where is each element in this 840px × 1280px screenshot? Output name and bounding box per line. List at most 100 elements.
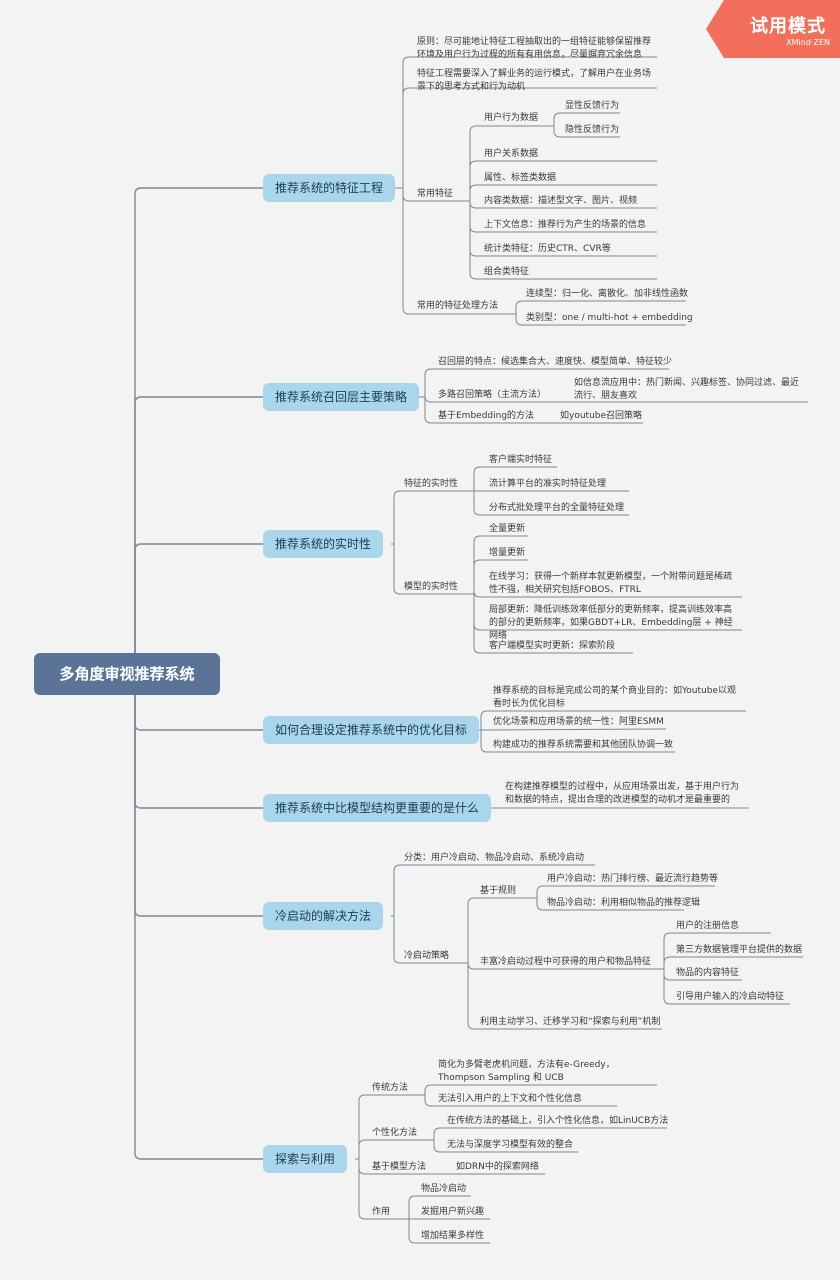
topic-statistic-features[interactable]: 统计类特征：历史CTR、CVR等 (484, 244, 611, 254)
branch-explore-exploit[interactable]: 探索与利用 (263, 1145, 348, 1173)
topic-guided-input[interactable]: 引导用户输入的冷启动特征 (676, 992, 785, 1002)
topic-no-deep-integration[interactable]: 无法与深度学习模型有效的整合 (447, 1140, 574, 1150)
model-realtime-connector-2 (468, 590, 742, 598)
topic-relation-data[interactable]: 用户关系数据 (484, 149, 539, 159)
topic-discover-interests[interactable]: 发掘用户新兴趣 (421, 1207, 485, 1217)
model-realtime-connector-0 (468, 535, 528, 595)
topic-bandit[interactable]: 简化为多臂老虎机问题，方法有e-Greedy，Thompson Sampling… (438, 1060, 615, 1083)
topic-incremental-update[interactable]: 增量更新 (489, 548, 526, 558)
feature-realtime-connector-0 (468, 466, 557, 492)
topic-team-coordination[interactable]: 构建成功的推荐系统需要和其他团队协调一致 (493, 740, 674, 750)
enrich-connector-3 (660, 968, 790, 1005)
topic-continuous[interactable]: 连续型：归一化、离散化、加非线性函数 (526, 289, 689, 299)
topic-item-cold-start[interactable]: 物品冷启动：利用相似物品的推荐逻辑 (547, 898, 701, 908)
trial-mode-badge: 试用模式 XMind·ZEN (706, 0, 840, 58)
topic-motivation[interactable]: 在构建推荐模型的过程中，从应用场景出发，基于用户行为和数据的特点，提出合理的改进… (505, 782, 740, 805)
topic-scene-unification[interactable]: 优化场景和应用场景的统一性：阿里ESMM (493, 717, 664, 727)
topic-attribute-data[interactable]: 属性、标签类数据 (484, 173, 557, 183)
topic-traditional-methods[interactable]: 传统方法 (372, 1083, 409, 1093)
topic-embedding-recall[interactable]: 基于Embedding的方法 (438, 411, 535, 421)
topic-batch-processing[interactable]: 分布式批处理平台的全量特征处理 (489, 503, 625, 513)
topic-model-realtime[interactable]: 模型的实时性 (404, 582, 459, 592)
topic-full-update[interactable]: 全量更新 (489, 524, 526, 534)
topic-no-context[interactable]: 无法引入用户的上下文和个性化信息 (438, 1094, 583, 1104)
branch-feature-engineering[interactable]: 推荐系统的特征工程 (263, 174, 396, 202)
root-connector-6 (134, 673, 263, 1160)
branch-optimization-objective[interactable]: 如何合理设定推荐系统中的优化目标 (263, 716, 480, 744)
recall-connector-2 (415, 396, 555, 424)
explore-connector-1 (355, 1139, 430, 1160)
topic-user-cold-start[interactable]: 用户冷启动：热门排行榜、最近流行趋势等 (547, 874, 719, 884)
rule-based-connector-0 (533, 885, 715, 899)
topic-online-learning[interactable]: 在线学习：获得一个新样本就更新模型，一个附带问题是稀疏性不强，相关研究包括FOB… (489, 572, 733, 595)
topic-explicit-feedback[interactable]: 显性反馈行为 (565, 101, 620, 111)
topic-behavior-data[interactable]: 用户行为数据 (484, 113, 539, 123)
topic-personalized-methods[interactable]: 个性化方法 (372, 1128, 418, 1138)
topic-multi-recall[interactable]: 多路召回策略（主流方法） (438, 390, 547, 400)
enrich-connector-0 (660, 932, 771, 970)
topic-active-learning[interactable]: 利用主动学习、迁移学习和“探索与利用”机制 (480, 1017, 661, 1027)
root-connector-0 (134, 187, 263, 675)
recall-connector-0 (415, 368, 669, 398)
feature-connector-1 (393, 87, 657, 189)
topic-diversity[interactable]: 增加结果多样性 (421, 1231, 485, 1241)
objective-connector-2 (476, 729, 675, 753)
topic-registration-info[interactable]: 用户的注册信息 (676, 921, 740, 931)
topic-linucb[interactable]: 在传统方法的基础上，引入个性化信息，如LinUCB方法 (447, 1116, 669, 1126)
cold-connector-0 (391, 864, 595, 917)
realtime-connector-1 (391, 543, 468, 595)
model-realtime-connector-4 (468, 593, 633, 654)
topic-cold-types[interactable]: 分类：用户冷启动、物品冷启动、系统冷启动 (404, 853, 585, 863)
processing-connector-0 (512, 300, 686, 315)
realtime-connector-0 (391, 490, 468, 545)
topic-client-realtime-features[interactable]: 客户端实时特征 (489, 455, 553, 465)
cold-connector-1 (391, 915, 464, 964)
topic-client-model-update[interactable]: 客户端模型实时更新：探索阶段 (489, 641, 616, 651)
personalized-connector-0 (430, 1127, 667, 1141)
topic-cold-strategy[interactable]: 冷启动策略 (404, 951, 450, 961)
topic-business-goal[interactable]: 推荐系统的目标是完成公司的某个商业目的：如Youtube以观看时长为优化目标 (493, 686, 736, 709)
personalized-connector-1 (430, 1139, 578, 1153)
topic-drn[interactable]: 如DRN中的探索网络 (456, 1162, 539, 1172)
topic-context-info[interactable]: 上下文信息：推荐行为产生的场景的信息 (484, 220, 647, 230)
brand-label: XMind·ZEN (786, 38, 830, 47)
topic-rule-based[interactable]: 基于规则 (480, 886, 517, 896)
behavior-connector-0 (550, 112, 620, 127)
feature-realtime-connector-2 (468, 490, 629, 516)
root-topic[interactable]: 多角度审视推荐系统 (34, 653, 220, 695)
topic-model-based[interactable]: 基于模型方法 (372, 1162, 427, 1172)
topic-partial-update[interactable]: 局部更新：降低训练效率低部分的更新频率，提高训练效率高的部分的更新频率，如果GB… (489, 605, 733, 641)
objective-connector-0 (476, 710, 746, 731)
common-features-connector-2 (466, 184, 657, 202)
topic-combined-features[interactable]: 组合类特征 (484, 267, 530, 277)
topic-common-features[interactable]: 常用特征 (417, 189, 454, 199)
topic-principle[interactable]: 原则：尽可能地让特征工程抽取出的一组特征能够保留推荐环境及用户行为过程的所有有用… (417, 37, 652, 60)
topic-stream-processing[interactable]: 流计算平台的准实时特征处理 (489, 479, 607, 489)
branch-recall-strategy[interactable]: 推荐系统召回层主要策略 (263, 383, 420, 411)
trial-mode-label: 试用模式 (750, 16, 826, 37)
topic-multi-recall-example[interactable]: 如信息流应用中：热门新闻、兴趣标签、协同过滤、最近流行、朋友喜欢 (574, 378, 800, 401)
topic-usage[interactable]: 作用 (372, 1207, 391, 1217)
branch-cold-start[interactable]: 冷启动的解决方法 (263, 902, 384, 930)
objective-connector-1 (475, 728, 667, 731)
branch-beyond-model[interactable]: 推荐系统中比模型结构更重要的是什么 (263, 794, 492, 822)
feature-connector-3 (393, 187, 512, 315)
topic-categorical[interactable]: 类别型：one / multi-hot + embedding (526, 313, 693, 323)
topic-embedding-example[interactable]: 如youtube召回策略 (560, 411, 643, 421)
explore-connector-0 (355, 1094, 421, 1160)
topic-item-cold-start-usage[interactable]: 物品冷启动 (421, 1184, 467, 1194)
branch-realtime[interactable]: 推荐系统的实时性 (263, 530, 384, 558)
behavior-connector-1 (550, 125, 620, 138)
cold-strategy-connector-2 (464, 962, 662, 1030)
topic-recall-traits[interactable]: 召回层的特点：候选集合大、速度快、模型简单、特征较少 (438, 357, 673, 367)
feature-connector-0 (393, 56, 657, 189)
topic-implicit-feedback[interactable]: 隐性反馈行为 (565, 125, 620, 135)
topic-item-content-features[interactable]: 物品的内容特征 (676, 968, 740, 978)
topic-processing-methods[interactable]: 常用的特征处理方法 (417, 301, 499, 311)
topic-feature-realtime[interactable]: 特征的实时性 (404, 479, 459, 489)
topic-third-party-data[interactable]: 第三方数据管理平台提供的数据 (676, 945, 803, 955)
topic-enrich-features[interactable]: 丰富冷启动过程中可获得的用户和物品特征 (480, 957, 652, 967)
topic-content-data[interactable]: 内容类数据：描述型文字、图片、视频 (484, 196, 638, 206)
topic-business[interactable]: 特征工程需要深入了解业务的运行模式，了解用户在业务场景下的思考方式和行为动机 (417, 69, 652, 92)
